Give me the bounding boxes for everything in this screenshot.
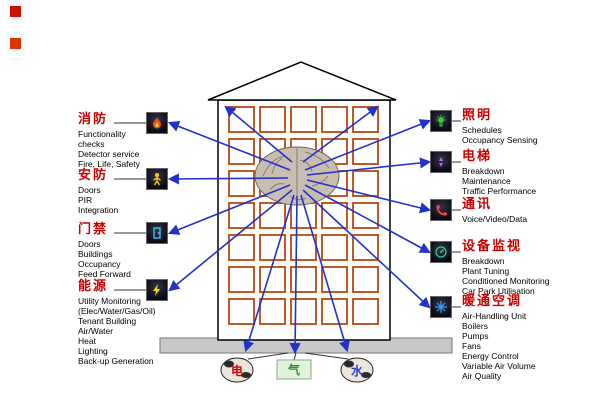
door-access-icon (146, 222, 168, 244)
communications-icon (430, 199, 452, 221)
building-roof (207, 61, 397, 101)
label-line: Lighting (78, 346, 108, 356)
label-line: Breakdown (462, 166, 505, 176)
label-line: Fans (462, 341, 481, 351)
label-line: Utility Monitoring (78, 296, 141, 306)
security-icon (146, 168, 168, 190)
elevator-icon (430, 151, 452, 173)
label-line: Buildings (78, 249, 113, 259)
panel-communications-title: 通讯 (462, 196, 493, 211)
label-line: Occupancy (78, 259, 121, 269)
panel-lighting-title: 照明 (462, 107, 493, 122)
label-line: Conditioned Monitoring (462, 276, 550, 286)
gas-box: 气 (276, 359, 312, 380)
label-line: Voice/Video/Data (462, 214, 528, 224)
label-line: Traffic Performance (462, 186, 537, 196)
panel-energy: 能源 Utility Monitoring(Elec/Water/Gas/Oil… (78, 278, 190, 367)
label-line: Energy Control (462, 351, 519, 361)
label-line: Air Quality (462, 371, 502, 381)
label-line: Heat (78, 336, 96, 346)
label-line: Functionality (78, 129, 126, 139)
energy-icon (146, 279, 168, 301)
label-line: checks (78, 139, 105, 149)
water-globe: 水 (340, 357, 374, 383)
label-line: (Elec/Water/Gas/Oil) (78, 306, 156, 316)
panel-energy-title: 能源 (78, 278, 109, 293)
label-line: Breakdown (462, 256, 505, 266)
decor-red-square-2 (10, 38, 21, 49)
panel-hvac-title: 暖通空调 (462, 293, 523, 308)
equipment-monitoring-icon (430, 241, 452, 263)
decor-red-square-1 (10, 6, 21, 17)
fire-icon (146, 112, 168, 134)
label-line: Integration (78, 205, 119, 215)
label-line: Back-up Generation (78, 356, 154, 366)
label-line: Plant Tuning (462, 266, 510, 276)
label-line: Fire, Life, Safety (78, 159, 140, 169)
label-line: Car Park Utilisation (462, 286, 535, 296)
panel-energy-items: Utility Monitoring(Elec/Water/Gas/Oil)Te… (78, 296, 190, 366)
panel-security-title: 安防 (78, 167, 109, 182)
panel-fire-title: 消防 (78, 111, 109, 126)
connector-lines (114, 120, 461, 361)
lighting-icon (430, 110, 452, 132)
panel-communications-items: Voice/Video/Data (462, 214, 592, 224)
building-windows (228, 106, 379, 325)
label-line: Variable Air Volume (462, 361, 536, 371)
label-line: Tenant Building (78, 316, 137, 326)
label-line: PIR (78, 195, 93, 205)
label-line: Detector service (78, 149, 140, 159)
panel-access-title: 门禁 (78, 221, 109, 236)
electricity-label: 电 (231, 363, 243, 378)
label-line: Maintenance (462, 176, 511, 186)
label-line: Air/Water (78, 326, 114, 336)
electricity-globe: 电 (220, 357, 254, 383)
label-line: Feed Forward (78, 269, 131, 279)
label-line: Air-Handling Unit (462, 311, 527, 321)
label-line: Pumps (462, 331, 489, 341)
label-line: Schedules (462, 125, 502, 135)
panel-elevator-title: 电梯 (462, 148, 493, 163)
label-line: Doors (78, 239, 101, 249)
panel-communications: 通讯 Voice/Video/Data (462, 196, 592, 225)
gas-label: 气 (287, 362, 300, 377)
panel-equipment-title: 设备监视 (462, 238, 523, 253)
water-label: 水 (351, 363, 364, 378)
label-line: Boilers (462, 321, 488, 331)
hvac-icon (430, 296, 452, 318)
label-line: Doors (78, 185, 101, 195)
label-line: Occupancy Sensing (462, 135, 538, 145)
arrow-lines (167, 105, 432, 355)
